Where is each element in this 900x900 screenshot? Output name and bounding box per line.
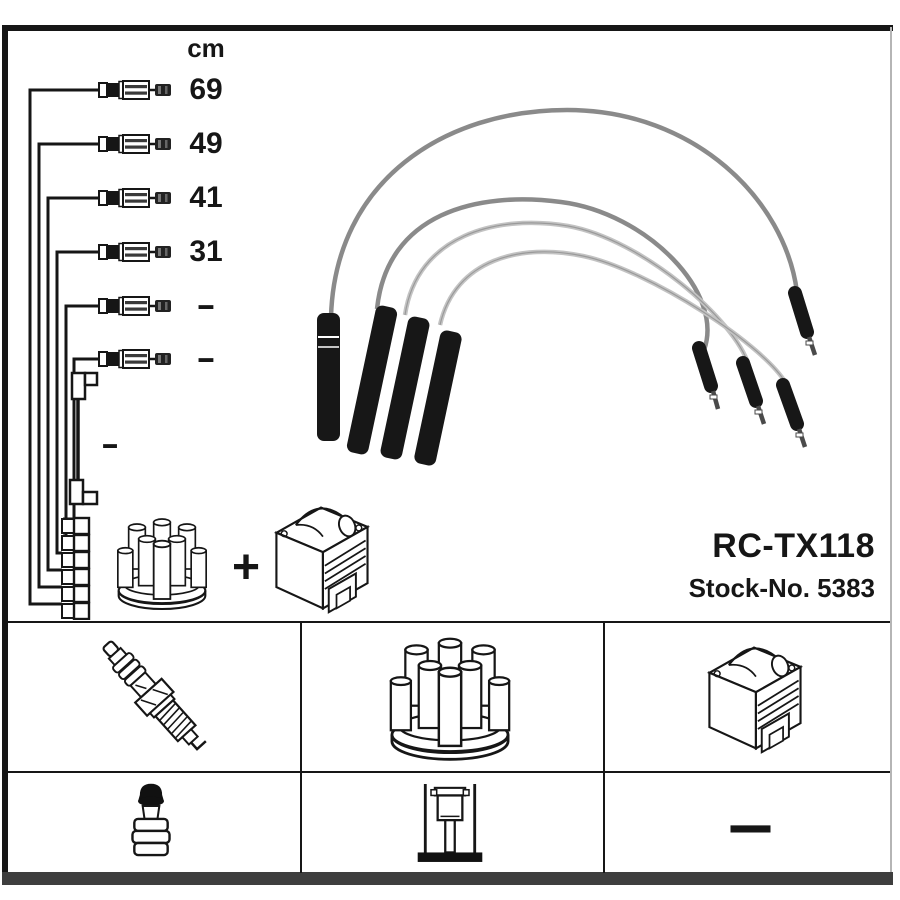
- grid-line-vertical-1: [300, 621, 302, 873]
- lead-end-icon: [80, 134, 173, 154]
- lead-end-icon: [80, 349, 173, 369]
- distributor-cap-icon: [383, 632, 517, 766]
- lead-end-icon: [80, 80, 173, 100]
- ignition-coil-icon: [694, 634, 814, 760]
- distributor-cap-icon: [112, 510, 212, 618]
- length-unit-header: cm: [187, 33, 225, 63]
- lead-connector-icon: [776, 378, 808, 448]
- lead-connector-icon: [736, 356, 767, 425]
- lead-length-value: –: [197, 283, 215, 327]
- terminal-nut-icon: [122, 780, 180, 868]
- frame-bottom-bar: [2, 872, 893, 885]
- lead-connector-icon: [788, 286, 818, 356]
- grid-line-vertical-2: [603, 621, 605, 873]
- plug-connector-icon: [412, 780, 488, 866]
- coil-lead-length-value: –: [102, 421, 118, 465]
- ignition-coil-icon: [262, 494, 380, 620]
- lead-length-value: –: [197, 336, 215, 380]
- grid-line-horizontal-2: [8, 771, 890, 773]
- frame-border-top: [2, 25, 893, 31]
- lead-end-icon: [80, 242, 173, 262]
- lead-connector-icon: [692, 341, 721, 410]
- grid-line-horizontal-1: [8, 621, 890, 623]
- frame-border-left: [2, 25, 8, 873]
- spark-plug-icon: [92, 631, 214, 761]
- stock-number: Stock-No. 5383: [688, 573, 875, 603]
- lead-length-value: 49: [189, 127, 223, 160]
- ignition-lead-set-icon: [317, 107, 818, 466]
- lead-assembly-diagram: [28, 80, 173, 620]
- part-number: RC-TX118: [712, 527, 875, 565]
- frame-border-right: [890, 27, 892, 873]
- lead-end-icon: [80, 296, 173, 316]
- lead-length-value: 31: [189, 235, 223, 268]
- lead-length-value: 69: [189, 73, 223, 106]
- no-item-dash: —: [730, 785, 771, 865]
- lead-length-value: 41: [189, 181, 223, 214]
- coil-lead-icon: [68, 371, 99, 506]
- lead-terminals-icon: [61, 516, 91, 620]
- lead-end-icon: [80, 188, 173, 208]
- plus-sign: +: [231, 541, 261, 594]
